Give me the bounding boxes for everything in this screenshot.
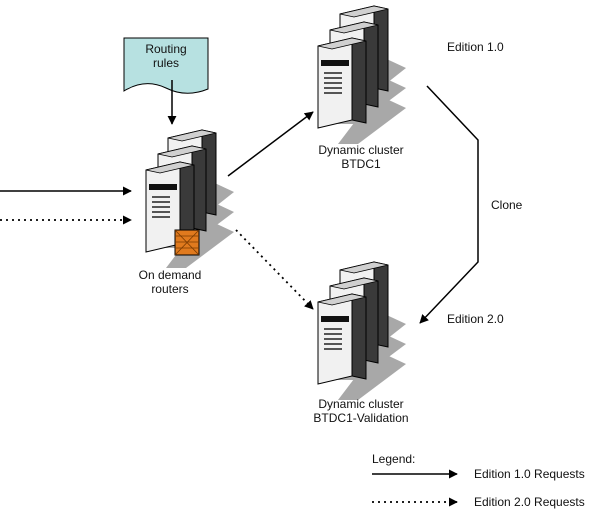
edition-2-label: Edition 2.0 bbox=[447, 312, 504, 326]
routers-label: On demand routers bbox=[120, 268, 220, 296]
legend-solid-label: Edition 1.0 Requests bbox=[474, 467, 585, 481]
btdc1-validation-label: Dynamic cluster BTDC1-Validation bbox=[286, 397, 436, 425]
legend-title: Legend: bbox=[372, 452, 416, 466]
clone-label: Clone bbox=[491, 198, 523, 212]
btdc1-line1: Dynamic cluster bbox=[318, 143, 404, 157]
routers-line1: On demand bbox=[138, 268, 202, 282]
btdc1-validation-line2: BTDC1-Validation bbox=[313, 411, 409, 425]
clone-bracket bbox=[419, 85, 479, 324]
router-to-btdc1-arrow bbox=[227, 111, 314, 177]
routing-rules-note bbox=[123, 37, 209, 94]
btdc1-validation-line1: Dynamic cluster bbox=[318, 397, 404, 411]
btdc1-validation-server-stack bbox=[318, 262, 406, 400]
btdc1-line2: BTDC1 bbox=[341, 157, 381, 171]
routing-rules-line2: rules bbox=[152, 56, 179, 70]
legend-dotted-label: Edition 2.0 Requests bbox=[474, 495, 585, 509]
firewall-icon bbox=[174, 229, 200, 256]
routing-rules-line1: Routing bbox=[145, 42, 187, 56]
edition-1-label: Edition 1.0 bbox=[447, 40, 504, 54]
btdc1-label: Dynamic cluster BTDC1 bbox=[296, 143, 426, 171]
router-to-validation-arrow bbox=[235, 229, 314, 310]
routing-rules-label: Routing rules bbox=[124, 42, 208, 70]
btdc1-server-stack bbox=[318, 6, 406, 144]
routers-line2: routers bbox=[151, 282, 189, 296]
